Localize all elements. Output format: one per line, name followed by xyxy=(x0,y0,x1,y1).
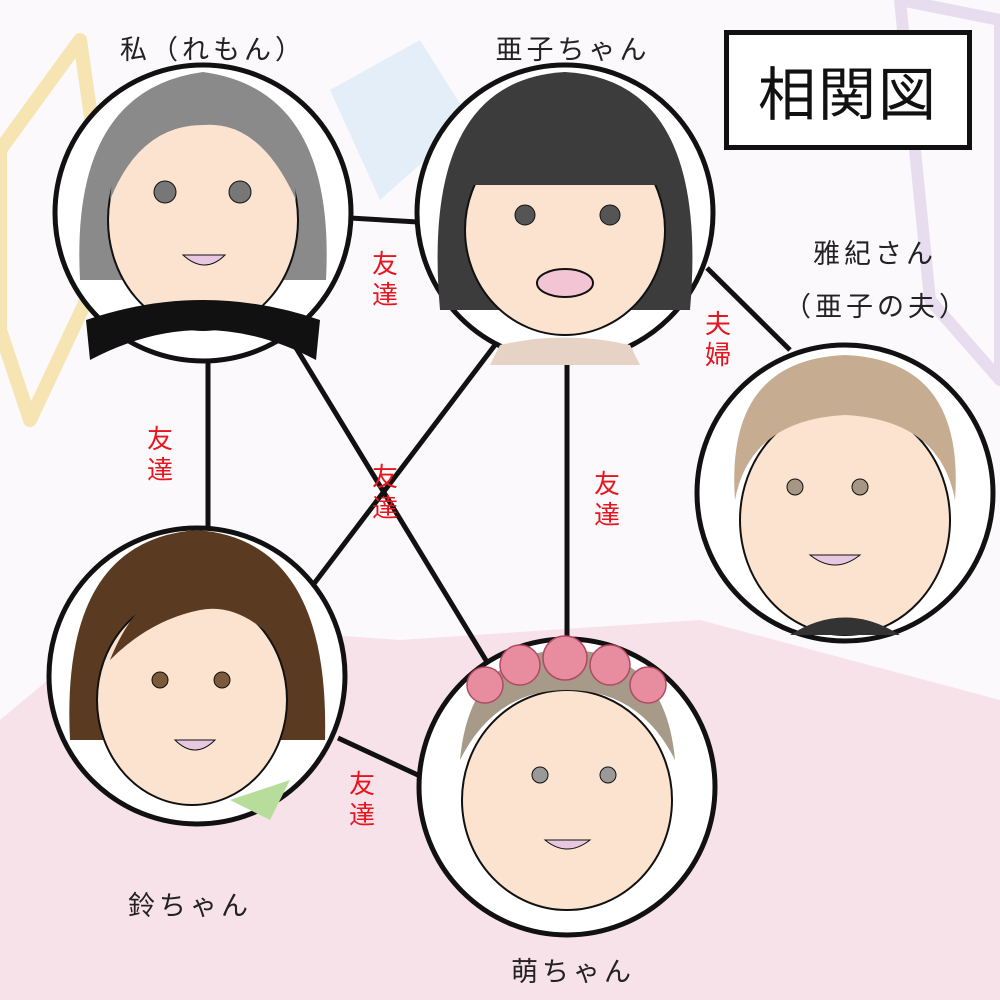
portrait-moe xyxy=(416,635,718,938)
star-blue xyxy=(330,40,470,200)
relation-label-me-ako: 友達 xyxy=(371,250,398,311)
relation-label-ako-moe: 友達 xyxy=(593,470,620,531)
line-suzu-moe xyxy=(336,735,422,779)
star-purple xyxy=(894,0,1000,386)
name-masaki: 雅紀さん xyxy=(813,239,937,270)
line-ako-masaki xyxy=(705,266,792,352)
line-me-ako xyxy=(349,215,419,225)
portrait-ako xyxy=(414,62,716,365)
relation-label-suzu-moe: 友達 xyxy=(348,770,375,831)
name-suzu: 鈴ちゃん xyxy=(128,891,252,922)
name-ako: 亜子ちゃん xyxy=(495,35,651,66)
name-moe: 萌ちゃん xyxy=(511,957,635,988)
relation-lines xyxy=(205,215,792,779)
relation-label-me-suzu: 友達 xyxy=(146,425,173,486)
line-me-moe xyxy=(287,336,490,664)
name-masaki-note: （亜子の夫） xyxy=(784,292,970,323)
line-ako-suzu xyxy=(311,343,497,587)
relation-label-ako-masaki: 夫婦 xyxy=(704,310,731,371)
portrait-suzu xyxy=(46,525,348,827)
diagram-title: 相関図 xyxy=(724,30,972,150)
relation-label-me-moe: 友達 xyxy=(371,463,398,524)
portrait-me xyxy=(52,62,354,364)
name-me: 私（れもん） xyxy=(120,35,306,66)
portrait-masaki xyxy=(694,342,996,644)
